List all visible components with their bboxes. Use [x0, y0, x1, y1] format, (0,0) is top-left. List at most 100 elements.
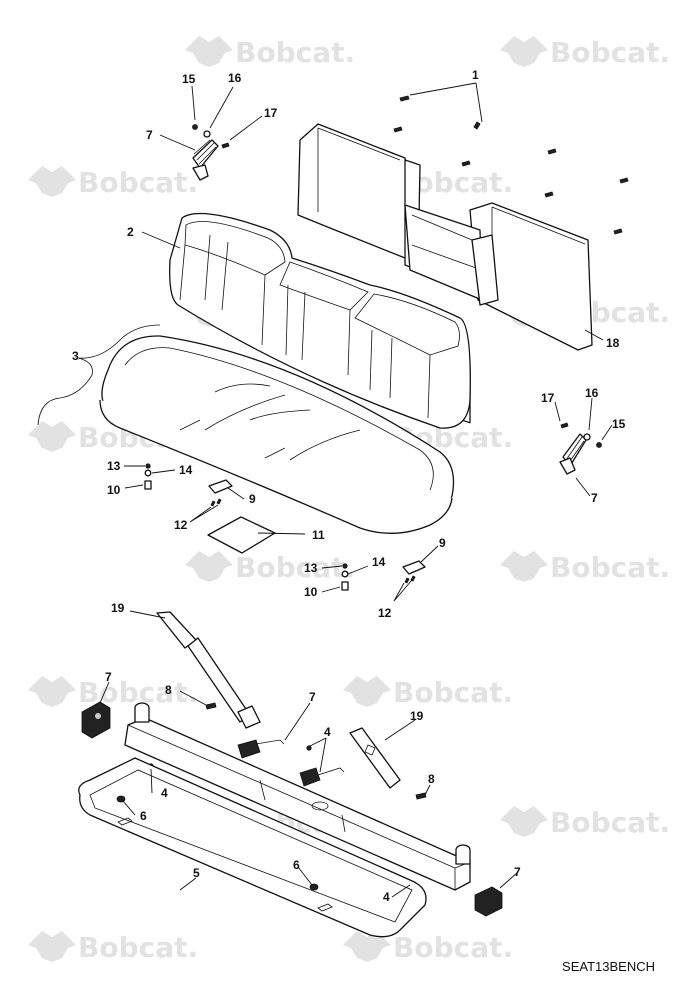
seat-base-frame [124, 702, 471, 891]
watermark-text: Bobcat. [235, 551, 355, 584]
callout-6: 6 [293, 858, 300, 872]
callout-16: 16 [228, 71, 242, 85]
seat-belt-anchor-cover-right [474, 886, 503, 917]
callout-17: 17 [264, 106, 278, 120]
callout-9: 9 [439, 536, 446, 550]
watermark: Bobcat. [500, 551, 670, 584]
callout-7: 7 [105, 670, 112, 684]
bobcat-logo-icon [28, 676, 76, 707]
seat-belt-buckle-lower-mid [299, 767, 345, 787]
drawing-code: SEAT13BENCH [562, 959, 655, 974]
callout-18: 18 [606, 336, 620, 350]
bobcat-logo-icon [28, 931, 76, 962]
callout-4: 4 [324, 725, 331, 739]
fastener-10 [144, 480, 152, 490]
callout-6: 6 [140, 809, 147, 823]
screw-icon [393, 126, 403, 133]
watermark-text: Bobcat. [78, 931, 198, 964]
watermark: Bobcat. [28, 676, 198, 709]
bobcat-logo-icon [185, 36, 233, 67]
callout-7: 7 [591, 491, 598, 505]
grommet-6 [309, 883, 319, 891]
screw-icon [547, 148, 557, 155]
watermark: Bobcat. [28, 166, 198, 199]
bolt-17 [560, 422, 569, 429]
callout-15: 15 [182, 72, 196, 86]
screw-icon [473, 121, 481, 130]
washer-16 [203, 130, 211, 138]
rivet-12 [404, 575, 416, 584]
watermark-text: Bobcat. [550, 806, 670, 839]
bobcat-logo-icon [500, 36, 548, 67]
callout-8: 8 [165, 683, 172, 697]
callout-9: 9 [249, 492, 256, 506]
watermark: Bobcat. [343, 676, 513, 709]
callout-1: 1 [472, 68, 479, 82]
grommet-6 [116, 795, 126, 803]
bolt-17 [221, 142, 230, 149]
bobcat-logo-icon [343, 676, 391, 707]
watermark-text: Bobcat. [235, 36, 355, 69]
seat-belt-retractor-right [349, 727, 401, 789]
watermark: Bobcat. [343, 931, 513, 964]
bolt-8 [205, 702, 217, 710]
label-11 [207, 516, 276, 554]
callout-5: 5 [193, 866, 200, 880]
callout-15: 15 [612, 417, 626, 431]
watermark: Bobcat. [500, 36, 670, 69]
bobcat-logo-icon [28, 166, 76, 197]
callout-7: 7 [146, 128, 153, 142]
callout-7: 7 [514, 865, 521, 879]
callout-12: 12 [174, 518, 188, 532]
bolt-8 [415, 792, 427, 800]
fastener-10 [341, 581, 349, 591]
bobcat-logo-icon [343, 931, 391, 962]
seat-belt-buckle-upper-right [559, 433, 587, 475]
callout-13: 13 [107, 459, 121, 473]
callout-4: 4 [383, 890, 390, 904]
watermark-text: Bobcat. [393, 931, 513, 964]
seat-belt-buckle-upper-left [192, 139, 219, 181]
washer-16 [583, 433, 591, 441]
bobcat-logo-icon [185, 551, 233, 582]
callout-16: 16 [585, 386, 599, 400]
bobcat-logo-icon [500, 551, 548, 582]
watermark: Bobcat. [500, 806, 670, 839]
nut-15 [192, 124, 198, 130]
watermark: Bobcat. [185, 36, 355, 69]
callout-10: 10 [107, 483, 121, 497]
watermark: Bobcat. [185, 551, 355, 584]
watermark-text: Bobcat. [78, 166, 198, 199]
callout-13: 13 [304, 561, 318, 575]
rivet-12 [210, 498, 222, 507]
watermark-text: Bobcat. [393, 676, 513, 709]
callout-3: 3 [72, 349, 79, 363]
callout-14: 14 [179, 463, 193, 477]
screw-group-part-1 [393, 95, 629, 235]
callout-2: 2 [127, 225, 134, 239]
callout-19: 19 [111, 601, 125, 615]
bobcat-logo-icon [28, 421, 76, 452]
callout-labels: 1 2 3 15 16 17 7 18 17 16 15 7 13 14 10 … [72, 68, 626, 904]
clip-9 [208, 479, 233, 494]
seat-back-cushion [169, 212, 471, 429]
bobcat-logo-icon [500, 806, 548, 837]
washer-14 [144, 469, 152, 477]
callout-10: 10 [304, 585, 318, 599]
nut-13 [342, 563, 348, 569]
leader-lines [99, 82, 613, 898]
watermark-text: Bobcat. [550, 36, 670, 69]
screw-icon [399, 95, 410, 102]
callout-12: 12 [378, 606, 392, 620]
callout-17: 17 [541, 391, 555, 405]
nut-4 [306, 745, 312, 751]
clip-9 [402, 560, 426, 575]
screw-icon [619, 177, 629, 184]
seat-floor-pan [78, 757, 427, 938]
screw-icon [461, 160, 471, 167]
callout-14: 14 [372, 555, 386, 569]
seat-belt-buckle-lower-left [237, 739, 285, 759]
washer-14 [341, 570, 349, 578]
